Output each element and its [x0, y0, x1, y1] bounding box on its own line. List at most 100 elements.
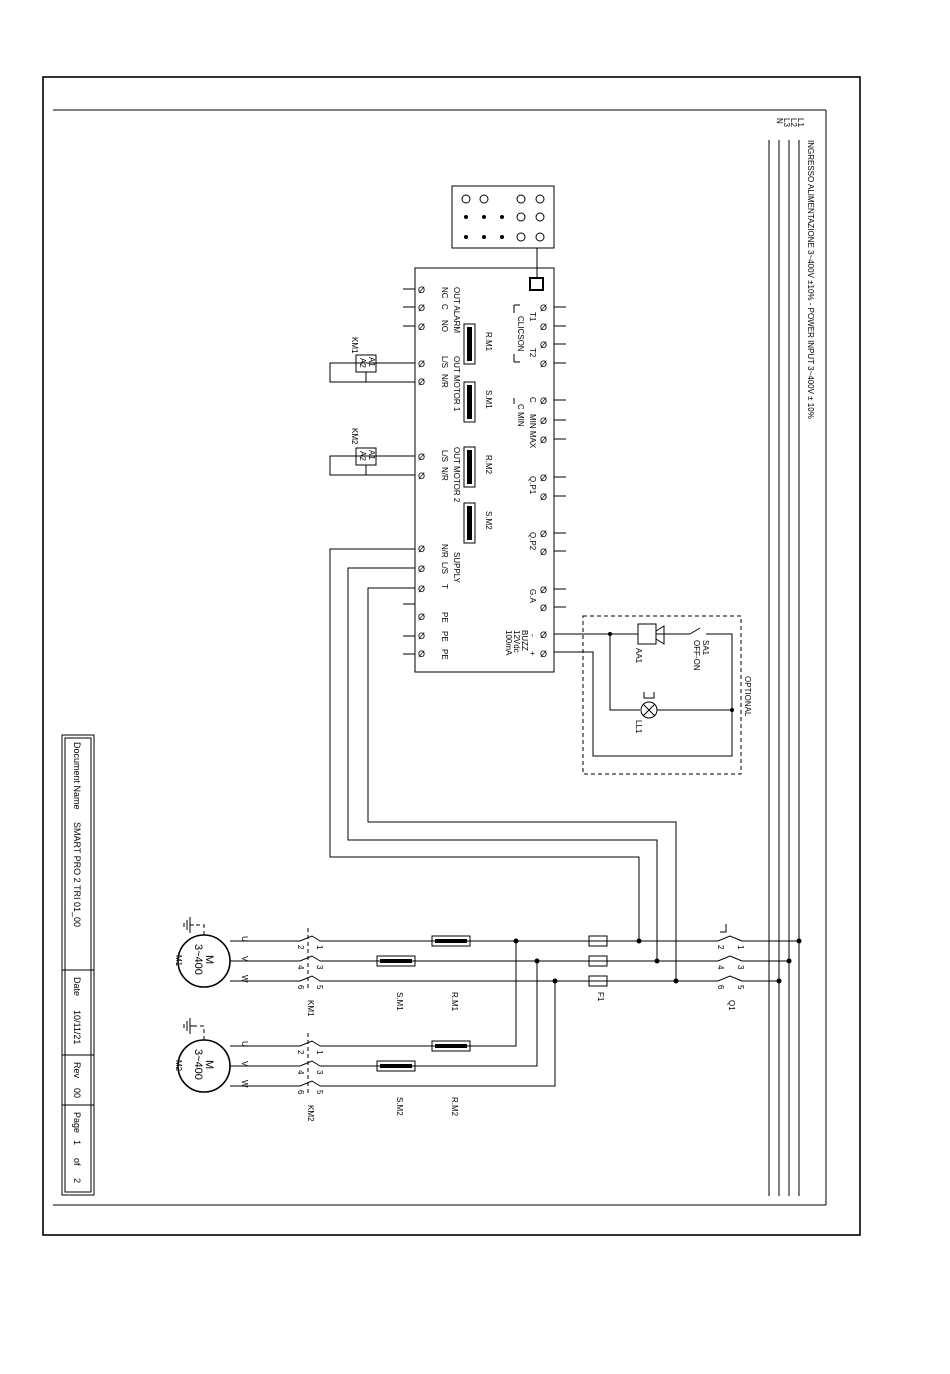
svg-text:Ø: Ø	[418, 471, 425, 481]
motor-m1-rating: 3~400	[192, 944, 204, 975]
rev-value: 00	[72, 1088, 82, 1098]
km1-label: KM1	[306, 1000, 315, 1017]
svg-text:Ø: Ø	[418, 285, 425, 295]
motor-m1: M 3~400 M1 U V W	[174, 917, 249, 988]
m1-ground-icon	[183, 917, 194, 933]
controller-left-terminals: ØØ ØØ ØØ Ø ØØ ØØ ØØ ØØ T1 T2 CLICSON C M…	[504, 303, 566, 659]
date-label: Date	[72, 977, 82, 996]
term-buzz: BUZZ	[520, 630, 529, 651]
km2-pole-2: 2	[296, 1050, 305, 1055]
out-alarm-title: OUT ALARM	[452, 287, 461, 333]
pe-2: PE	[440, 631, 449, 642]
term-min-max: MIN MAX	[528, 414, 537, 449]
controller-box	[414, 267, 555, 673]
relay-rm2-label: R.M2	[484, 455, 493, 475]
of-label: of	[72, 1158, 82, 1166]
power-rm2-label: R.M2	[450, 1097, 459, 1117]
q1-pole-6: 6	[716, 985, 725, 990]
motor-m2-tag: M2	[174, 1060, 183, 1072]
motor-m2-rating: 3~400	[192, 1049, 204, 1080]
svg-text:Ø: Ø	[418, 649, 425, 659]
svg-text:Ø: Ø	[540, 303, 547, 313]
coil-km2-a1: A1	[367, 450, 376, 460]
m2-phase-v: V	[240, 1061, 249, 1067]
contactor-km2: 1 3 5 2 4 6 KM2	[290, 1033, 324, 1122]
optional-switch-label: SA1	[701, 640, 710, 656]
out-alarm-no: NO	[440, 320, 449, 332]
out-motor1-ls: L/S	[440, 356, 449, 368]
rev-label: Rev	[72, 1062, 82, 1079]
term-clicson: CLICSON	[516, 316, 525, 352]
term-qp2: Q.P2	[528, 532, 537, 551]
term-buzz-minus: -	[528, 634, 537, 637]
line-l1-label: L1	[796, 118, 805, 127]
m2-phase-u: U	[240, 1041, 249, 1047]
svg-text:Ø: Ø	[540, 473, 547, 483]
km1-pole-5: 5	[315, 985, 324, 990]
motor-m2: M 3~400 M2 U V W	[174, 1018, 249, 1093]
km1-pole-4: 4	[296, 965, 305, 970]
term-t1: T1	[528, 312, 537, 322]
supply-feed-wires	[329, 548, 677, 981]
optional-label: OPTIONAL	[743, 676, 752, 717]
motor-m1-tag: M1	[174, 955, 183, 967]
km2-pole-6: 6	[296, 1090, 305, 1095]
line-l3-label: L3	[782, 118, 791, 127]
supply-nr: N/R	[440, 544, 449, 558]
out-motor2-ls: L/S	[440, 450, 449, 462]
power-rm1-label: R.M1	[450, 992, 459, 1012]
doc-name-label: Document Name	[72, 742, 82, 810]
out-motor1-nr: N/R	[440, 374, 449, 388]
m1-phase-w: W	[240, 975, 249, 983]
term-t2: T2	[528, 348, 537, 358]
pe-3: PE	[440, 649, 449, 660]
out-motor2-nr: N/R	[440, 467, 449, 481]
relay-rm1-label: R.M1	[484, 332, 493, 352]
junction-dots	[513, 938, 802, 984]
q1-pole-1: 1	[736, 945, 745, 950]
coil-km1: A1 A2 KM1	[329, 337, 415, 383]
optional-buzzer-label: AA1	[634, 648, 643, 664]
supply-t: T	[440, 584, 449, 589]
coil-km1-a1: A1	[367, 357, 376, 367]
svg-text:Ø: Ø	[418, 359, 425, 369]
coil-km2: A1 A2 KM2	[329, 428, 415, 476]
m2-phase-w: W	[240, 1080, 249, 1088]
out-alarm-c: C	[440, 304, 449, 310]
line-n-label: N	[775, 118, 784, 124]
km1-pole-2: 2	[296, 945, 305, 950]
optional-switch-state: OFF-ON	[692, 640, 701, 671]
motor-m2-letter: M	[203, 1060, 215, 1069]
power-input-caption: INGRESSO ALIMENTAZIONE 3~400V ±10% - POW…	[806, 140, 815, 419]
motor-m1-letter: M	[203, 955, 215, 964]
term-qp1: Q.P1	[528, 476, 537, 495]
optional-section: OPTIONAL SA1 OFF-ON AA1 LL1	[554, 615, 752, 775]
q1-pole-3: 3	[736, 965, 745, 970]
svg-text:Ø: Ø	[418, 322, 425, 332]
svg-text:Ø: Ø	[418, 612, 425, 622]
svg-text:Ø: Ø	[540, 603, 547, 613]
breaker-q1: 1 3 5 2 4 6 Q1	[708, 924, 745, 1011]
term-c: C	[528, 397, 537, 403]
svg-text:Ø: Ø	[540, 547, 547, 557]
f1-label: F1	[596, 992, 605, 1002]
fuses-f1: F1	[588, 935, 608, 1002]
km2-pole-1: 1	[315, 1050, 324, 1055]
q1-pole-4: 4	[716, 965, 725, 970]
coil-km2-a2: A2	[358, 451, 367, 461]
m1-phase-u: U	[240, 936, 249, 942]
svg-text:Ø: Ø	[540, 435, 547, 445]
km1-pole-1: 1	[315, 945, 324, 950]
km2-pole-4: 4	[296, 1070, 305, 1075]
q1-pole-5: 5	[736, 985, 745, 990]
svg-text:Ø: Ø	[540, 529, 547, 539]
m1-phase-v: V	[240, 956, 249, 962]
optional-lamp-label: LL1	[634, 720, 643, 734]
date-value: 10/11/21	[72, 1010, 82, 1044]
relay-blocks: R.M1 S.M1 R.M2 S.M2	[463, 323, 493, 544]
svg-text:Ø: Ø	[540, 630, 547, 640]
terminal-symbols-right: ØØØ ØØ ØØ ØØØ ØØØ	[418, 285, 425, 659]
term-buzz-plus: +	[528, 651, 537, 656]
svg-text:Ø: Ø	[540, 359, 547, 369]
power-sm1-label: S.M1	[395, 992, 404, 1011]
